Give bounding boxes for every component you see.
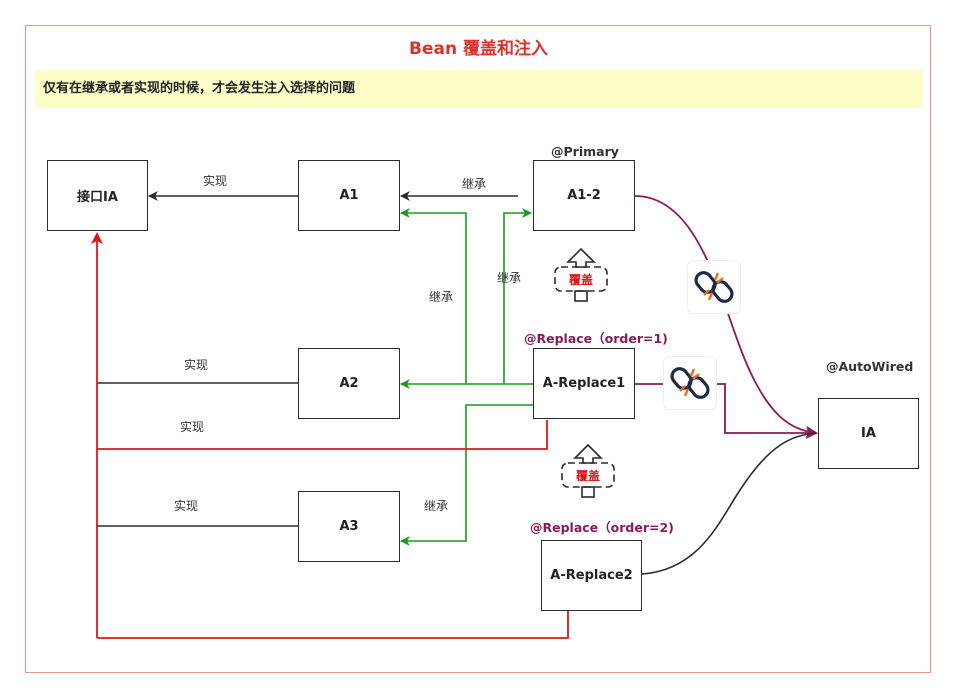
a3-box: A3	[298, 491, 400, 562]
edge-a2-to-a1-2-inherits	[503, 208, 532, 384]
override-house-icon: 覆盖	[559, 443, 617, 499]
broken-link-icon	[663, 356, 717, 410]
a1-box: A1	[298, 160, 400, 231]
a-replace2-box: A-Replace2	[541, 540, 642, 611]
edge-label-a3-implements: 实现	[174, 499, 199, 513]
replace2-annotation: @Replace（order=2)	[530, 520, 674, 535]
edge-label-replace1-implements: 实现	[180, 420, 205, 434]
edge-label-a2-implements: 实现	[184, 358, 209, 372]
override-badge-text-1: 覆盖	[568, 272, 593, 287]
edge-label-a3-inherits: 继承	[424, 499, 449, 513]
ia-box: IA	[818, 398, 919, 469]
edge-replace1-inherits-a3	[400, 404, 533, 546]
a-replace1-box: A-Replace1	[533, 348, 635, 419]
interface-ia-box: 接口IA	[47, 160, 148, 231]
autowired-annotation: @AutoWired	[826, 359, 914, 374]
diagram-frame	[25, 25, 931, 673]
edge-replace2-inject-ia	[641, 432, 817, 575]
edge-label-a2-a1-inherits: 继承	[429, 290, 454, 304]
edge-a1-2-inject-ia	[634, 195, 818, 438]
primary-annotation: @Primary	[551, 144, 619, 159]
edge-label-a1-2-inherits: 继承	[462, 177, 487, 191]
edge-replace1-implements-ia	[97, 420, 548, 450]
replace1-annotation: @Replace（order=1)	[524, 331, 668, 346]
edge-replace1-inherits-a1	[400, 208, 533, 385]
a1-2-box: A1-2	[533, 160, 635, 231]
diagram-title: Bean 覆盖和注入	[409, 39, 548, 59]
override-badge-text-2: 覆盖	[575, 468, 600, 483]
override-house-icon: 覆盖	[552, 247, 610, 303]
note-banner: 仅有在继承或者实现的时候，才会发生注入选择的问题	[35, 70, 923, 108]
edge-label-replace1-a1-inherits: 继承	[497, 271, 522, 285]
a2-box: A2	[298, 348, 400, 419]
edge-label-a1-implements: 实现	[203, 174, 228, 188]
edge-replace2-implements-ia	[97, 610, 569, 639]
broken-link-icon	[687, 260, 741, 314]
